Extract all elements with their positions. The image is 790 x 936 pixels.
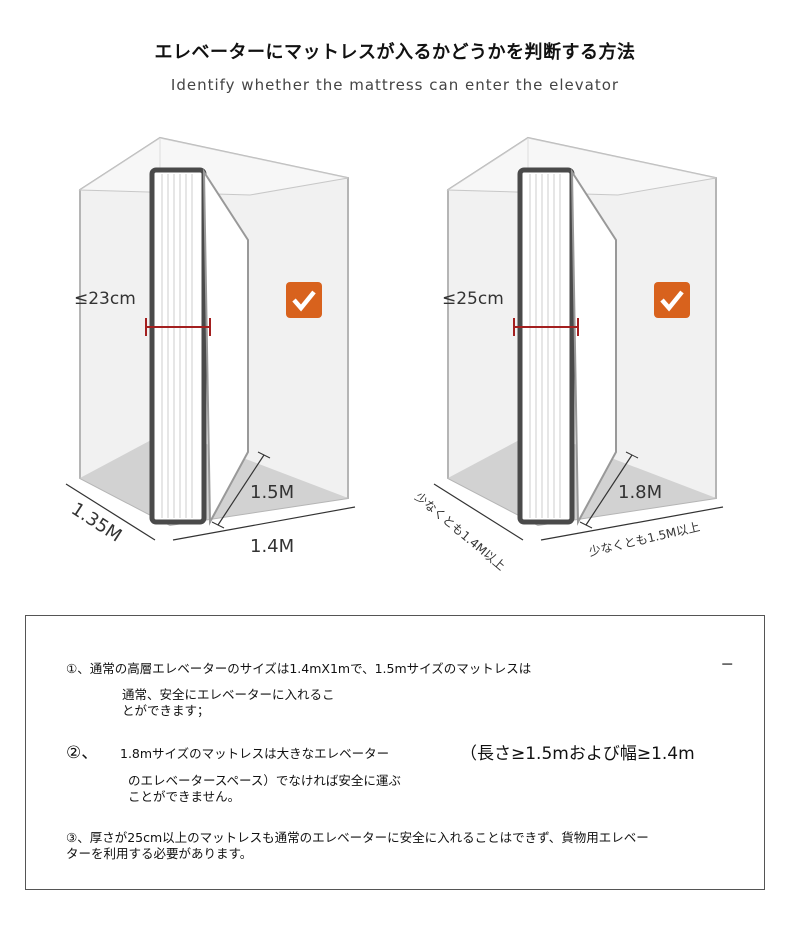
depth-label-1: 1.35M	[67, 499, 125, 547]
notes-box: ①、通常の高層エレベーターのサイズは1.4mX1mで、1.5mサイズのマットレス…	[25, 615, 765, 890]
note-1-line-3: とができます；	[122, 703, 210, 718]
note-3-line-1: ③、厚さが25cm以上のマットレスも通常のエレベーターに安全に入れることはできず…	[66, 830, 649, 845]
note-2-line-1b: （長さ≥1.5mおよび幅≥1.4m	[460, 744, 695, 764]
thickness-label-2: ≤25cm	[442, 289, 504, 309]
note-2-line-3: ことができません。	[128, 789, 241, 804]
note-2-number: ②、	[66, 743, 99, 763]
width-label-2: 少なくとも1.5M以上	[588, 520, 702, 559]
height-label-1: 1.5M	[250, 482, 294, 503]
note-1-line-1: ①、通常の高層エレベーターのサイズは1.4mX1mで、1.5mサイズのマットレス…	[66, 661, 532, 676]
page-title: エレベーターにマットレスが入るかどうかを判断する方法	[154, 42, 636, 63]
note-2-line-2: のエレベータースペース）でなければ安全に運ぶ	[128, 773, 401, 788]
page-subtitle: Identify whether the mattress can enter …	[170, 76, 620, 94]
note-3-line-2: ターを利用する必要があります。	[66, 846, 253, 861]
elevator-diagrams: ≤23cm 1.5M 1.4M 1.35M ≤25cm 1.8M 少なくとも1.…	[0, 0, 790, 573]
elevator-diagram-standard	[66, 138, 355, 540]
note-2-line-1: 1.8mサイズのマットレスは大きなエレベーター	[120, 746, 390, 761]
note-1-line-2: 通常、安全にエレベーターに入れるこ	[122, 687, 335, 702]
elevator-diagram-large	[434, 138, 723, 540]
width-label-1: 1.4M	[250, 536, 294, 557]
thickness-label-1: ≤23cm	[74, 289, 136, 309]
height-label-2: 1.8M	[618, 482, 662, 503]
note-1-dash: ー	[721, 657, 734, 672]
